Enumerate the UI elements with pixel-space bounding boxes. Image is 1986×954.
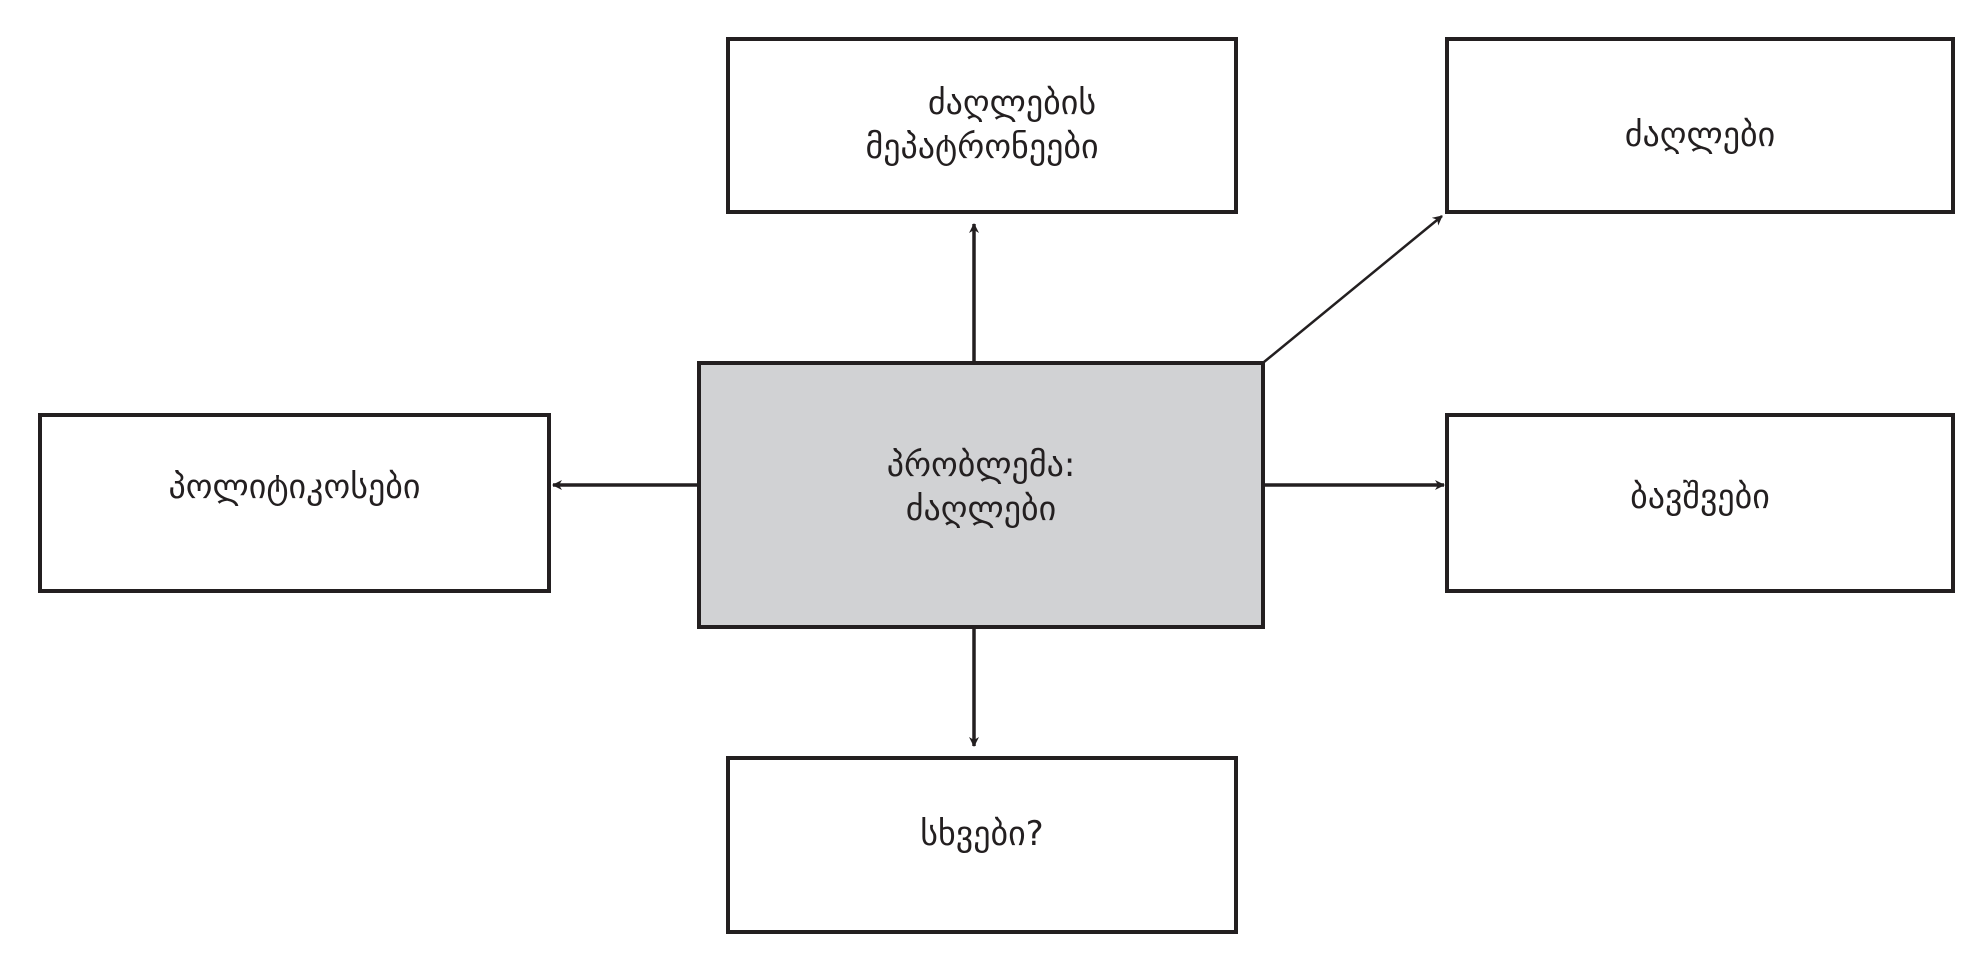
node-label: პოლიტიკოსები (168, 467, 421, 507)
node-center-problem: პრობლემა: ძაღლები (697, 361, 1265, 629)
node-dog-owners: ძაღლების მეპატრონეები (726, 37, 1238, 214)
node-politicians: პოლიტიკოსები (38, 413, 551, 593)
node-label: სხვები? (920, 814, 1044, 854)
node-dogs: ძაღლები (1445, 37, 1955, 214)
node-others: სხვები? (726, 756, 1238, 934)
node-children: ბავშვები (1445, 413, 1955, 593)
node-label: ძაღლები (1624, 115, 1776, 155)
node-label: ბავშვები (1630, 477, 1770, 517)
node-label-line2: მეპატრონეები (865, 127, 1099, 168)
node-label-line1: ძაღლების (927, 83, 1097, 123)
center-label-line1: პრობლემა: (886, 445, 1076, 485)
arrow-diagonal (1263, 215, 1443, 363)
center-label-line2: ძაღლები (905, 489, 1057, 530)
